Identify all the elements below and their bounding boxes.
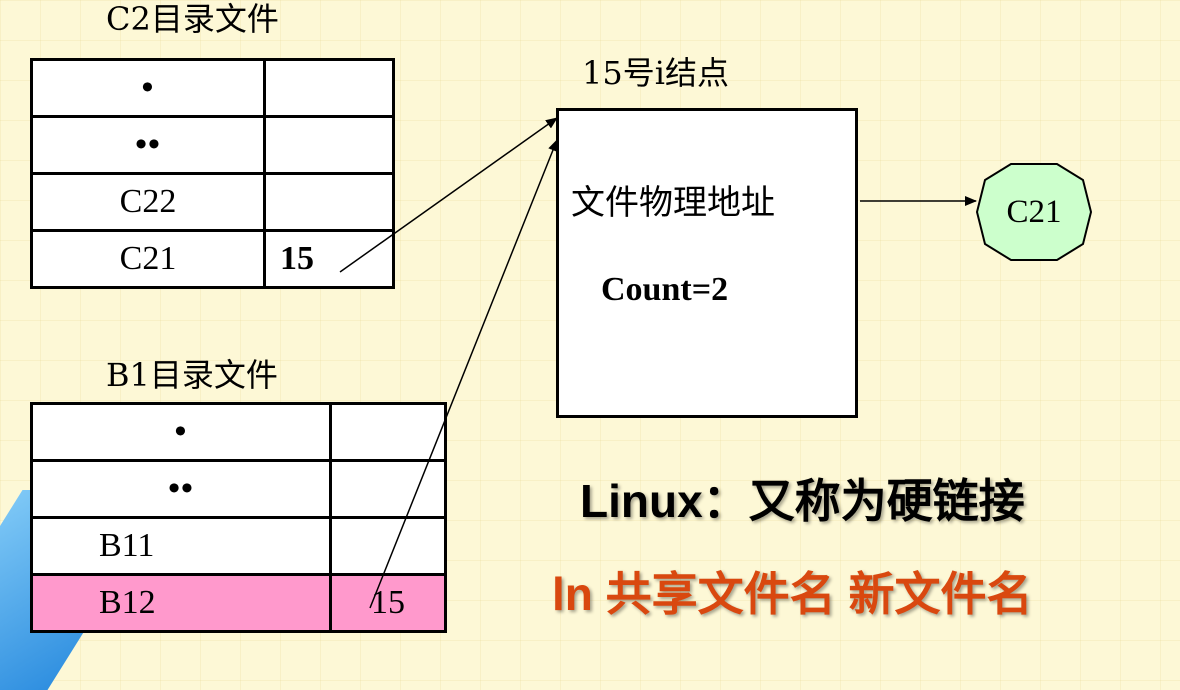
dir-entry-name: C21: [30, 229, 266, 289]
dir-entry-inode: [329, 516, 447, 576]
dir-entry-name: ••: [30, 459, 332, 519]
dir-entry-inode: [329, 459, 447, 519]
dir-entry-inode: [263, 58, 395, 118]
c2-dir-table: • •• C22 C21 15: [30, 58, 395, 289]
inode-count-label: Count=2: [601, 271, 729, 308]
dir-entry-name: B12: [30, 573, 332, 633]
table-row-highlighted: B12 15: [30, 573, 447, 633]
file-node-label: C21: [1006, 194, 1062, 230]
table-row: B11: [30, 516, 447, 576]
dir-entry-name: C22: [30, 172, 266, 232]
inode-caption: 15号i结点: [582, 54, 729, 92]
table-row: ••: [30, 115, 395, 175]
file-node: C21: [975, 162, 1093, 262]
c2-dir-caption: C2目录文件: [106, 0, 279, 38]
inode-address-label: 文件物理地址: [571, 183, 775, 223]
inode-box: 文件物理地址 Count=2: [556, 108, 858, 418]
dir-entry-name: ••: [30, 115, 266, 175]
b1-dir-caption: B1目录文件: [106, 356, 278, 394]
hard-link-note: Linux：又称为硬链接: [580, 475, 1025, 527]
b1-dir-table: • •• B11 B12 15: [30, 402, 447, 633]
dir-entry-inode: 15: [329, 573, 447, 633]
dir-entry-name: •: [30, 402, 332, 462]
link-arrows: [339, 117, 977, 609]
table-row: C22: [30, 172, 395, 232]
b12-to-inode-arrow: [369, 139, 558, 609]
dir-entry-inode: [329, 402, 447, 462]
table-row: •: [30, 402, 447, 462]
ln-command-note: ln 共享文件名 新文件名: [552, 568, 1033, 620]
dir-entry-name: •: [30, 58, 266, 118]
dir-entry-inode: [263, 172, 395, 232]
table-row: •: [30, 58, 395, 118]
table-row: C21 15: [30, 229, 395, 289]
dir-entry-inode: 15: [263, 229, 395, 289]
table-row: ••: [30, 459, 447, 519]
file-node-shape: [975, 163, 1093, 261]
dir-entry-inode: [263, 115, 395, 175]
c21-to-inode-arrow: [339, 117, 558, 273]
dir-entry-name: B11: [30, 516, 332, 576]
